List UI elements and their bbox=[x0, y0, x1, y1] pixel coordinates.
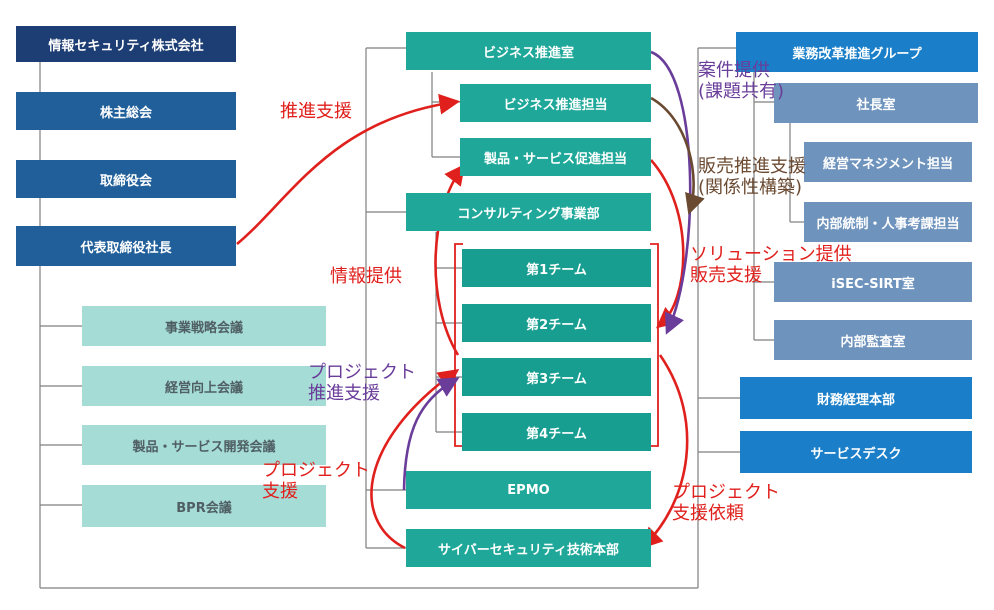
label-case-provision: 案件提供 (課題共有) bbox=[698, 60, 785, 102]
arrow-project-request bbox=[641, 354, 689, 549]
president-office-box: 社長室 bbox=[774, 83, 978, 123]
team-bracket bbox=[454, 243, 659, 447]
audit-box: 内部監査室 bbox=[774, 320, 972, 360]
team-box-3: 第3チーム bbox=[462, 358, 651, 396]
cyber-box: サイバーセキュリティ技術本部 bbox=[406, 529, 651, 567]
epmo-box: EPMO bbox=[406, 471, 651, 509]
product-promo-staff-box: 製品・サービス促進担当 bbox=[460, 138, 651, 176]
team-box-2: 第2チーム bbox=[462, 304, 651, 342]
label-promotion-support: 推進支援 bbox=[280, 101, 352, 122]
arrow-project-promotion bbox=[402, 377, 460, 491]
label-info-provision: 情報提供 bbox=[330, 266, 402, 287]
board-box: 取締役会 bbox=[16, 160, 236, 198]
meeting-box-1: 事業戦略会議 bbox=[82, 306, 326, 346]
label-solution: ソリューション提供 販売支援 bbox=[690, 244, 852, 286]
bpr-group-box: 業務改革推進グループ bbox=[736, 32, 978, 72]
team-box-1: 第1チーム bbox=[462, 249, 651, 287]
label-sales-support: 販売推進支援 (関係性構築) bbox=[698, 156, 806, 198]
company-box: 情報セキュリティ株式会社 bbox=[16, 26, 236, 62]
biz-promo-box: ビジネス推進室 bbox=[406, 32, 651, 70]
shareholders-box: 株主総会 bbox=[16, 92, 236, 130]
internal-control-box: 内部統制・人事考課担当 bbox=[804, 202, 972, 242]
label-project-promotion: プロジェクト 推進支援 bbox=[308, 362, 416, 404]
team-box-4: 第4チーム bbox=[462, 413, 651, 451]
finance-box: 財務経理本部 bbox=[740, 377, 972, 419]
biz-promo-staff-box: ビジネス推進担当 bbox=[460, 84, 651, 122]
label-project-request: プロジェクト 支援依頼 bbox=[672, 482, 780, 524]
arrow-promotion-support bbox=[236, 93, 461, 245]
meeting-box-3: 製品・サービス開発会議 bbox=[82, 425, 326, 465]
arrow-case-provision bbox=[650, 50, 692, 335]
arrow-info-provision bbox=[434, 163, 466, 356]
meeting-box-2: 経営向上会議 bbox=[82, 366, 326, 406]
service-desk-box: サービスデスク bbox=[740, 431, 972, 473]
mgmt-staff-box: 経営マネジメント担当 bbox=[804, 142, 972, 182]
label-project-support: プロジェクト 支援 bbox=[262, 460, 370, 502]
consulting-box: コンサルティング事業部 bbox=[406, 193, 651, 231]
sirt-box: iSEC-SIRT室 bbox=[774, 262, 972, 302]
arrow-sales-support bbox=[650, 96, 705, 215]
meeting-box-4: BPR会議 bbox=[82, 485, 326, 527]
president-box: 代表取締役社長 bbox=[16, 226, 236, 266]
arrow-project-support bbox=[370, 368, 460, 550]
